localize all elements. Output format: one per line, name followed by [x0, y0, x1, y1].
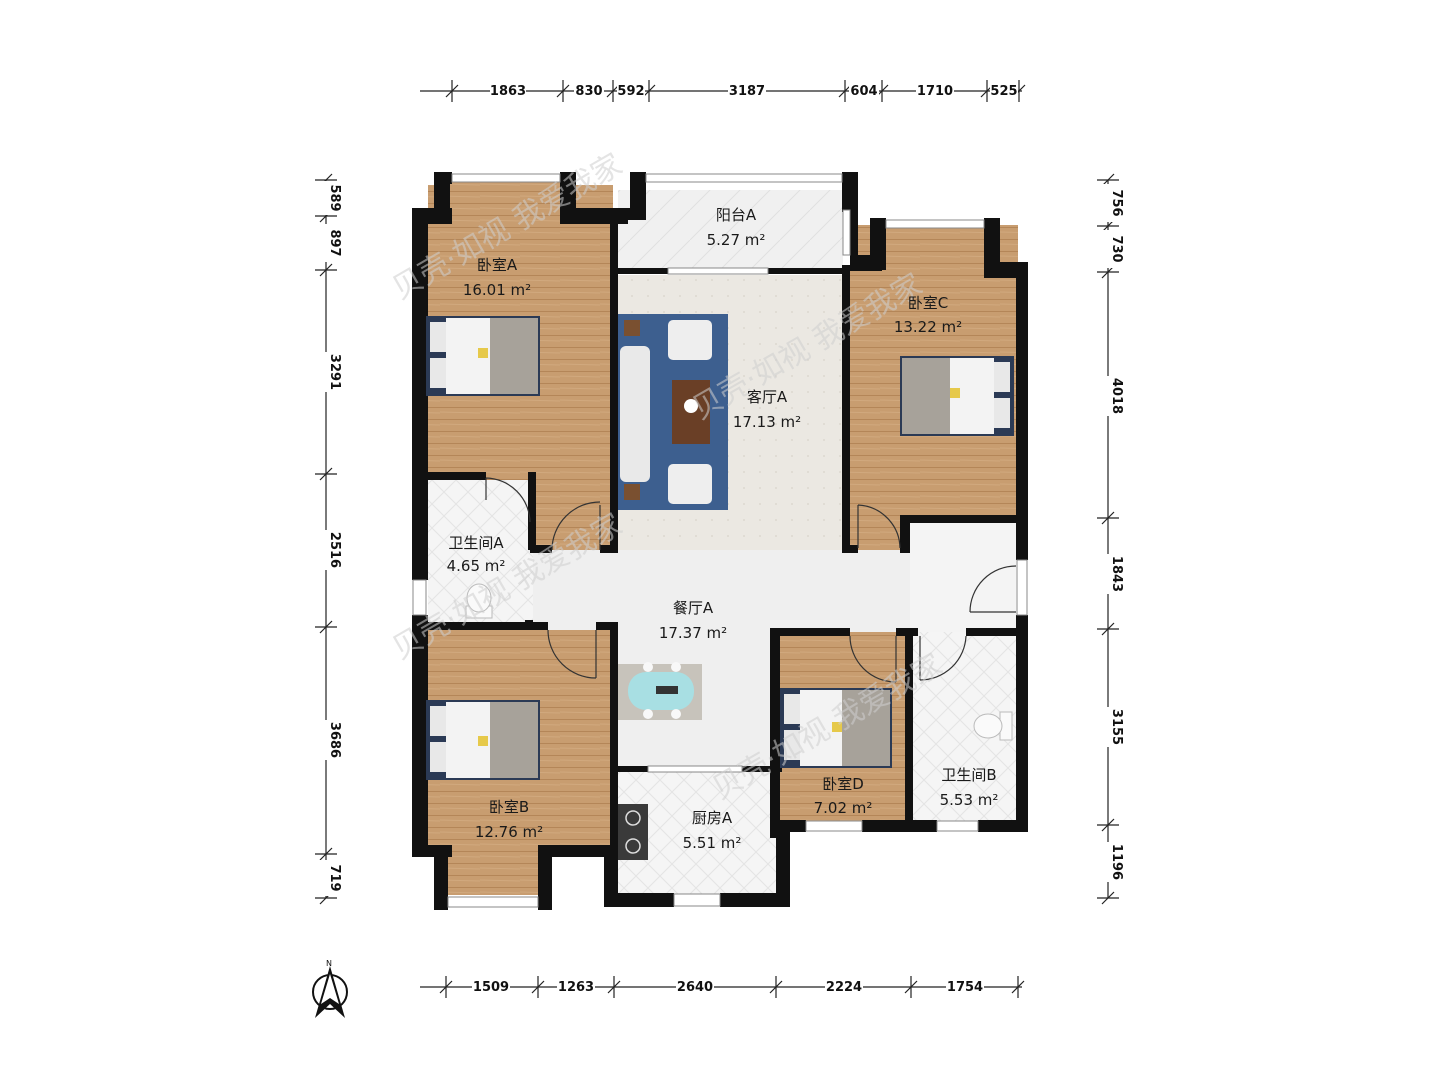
dim-right-4: 1843 [1109, 556, 1124, 592]
window-bath-a [412, 579, 427, 616]
dim-right-6: 1196 [1109, 844, 1124, 880]
compass-north-label: N [326, 959, 332, 968]
room-area-bedroom-c: 13.22 m² [894, 318, 962, 336]
room-area-bedroom-d: 7.02 m² [814, 799, 873, 817]
bed-bedroom-b [426, 700, 540, 780]
window-entry [1016, 559, 1028, 616]
dim-bottom-3: 2640 [677, 980, 713, 995]
dim-left-2: 897 [327, 229, 342, 256]
dim-top-4: 3187 [729, 84, 765, 99]
room-area-balcony-a: 5.27 m² [707, 231, 766, 249]
room-area-bath-b: 5.53 m² [940, 791, 999, 809]
floor-entry [910, 522, 1016, 632]
window-kitchen [673, 893, 721, 907]
window-bedroom-d [805, 820, 863, 832]
dim-right-3: 4018 [1109, 378, 1124, 414]
stove [618, 804, 648, 860]
room-name-kitchen-a: 厨房A [692, 809, 733, 827]
window-bedroom-c [885, 219, 985, 229]
dim-left-1: 589 [327, 184, 342, 211]
floor-bedroom-b-bottom [445, 850, 545, 895]
living-room-set [618, 314, 728, 510]
dim-bottom-2: 1263 [558, 980, 594, 995]
room-name-bedroom-c: 卧室C [908, 294, 948, 312]
dim-left-6: 719 [327, 864, 342, 891]
room-name-bath-b: 卫生间B [941, 766, 996, 784]
floor-bedroom-a-top [445, 182, 567, 222]
room-name-balcony-a: 阳台A [716, 206, 757, 224]
room-area-bedroom-b: 12.76 m² [475, 823, 543, 841]
room-area-bath-a: 4.65 m² [447, 557, 506, 575]
bed-bedroom-a [426, 316, 540, 396]
dim-right-1: 756 [1109, 189, 1124, 216]
dim-top-3: 592 [617, 84, 644, 99]
room-name-bedroom-b: 卧室B [489, 798, 529, 816]
door-bath-b [919, 635, 967, 681]
dim-bottom-5: 1754 [947, 980, 983, 995]
dim-left-5: 3686 [327, 722, 342, 758]
door-bath-a [485, 477, 531, 523]
dim-right-2: 730 [1109, 235, 1124, 262]
window-bath-b [936, 820, 979, 832]
room-name-dining-a: 餐厅A [673, 599, 714, 617]
dim-bottom-4: 2224 [826, 980, 862, 995]
door-entry [969, 565, 1017, 613]
room-name-bedroom-d: 卧室D [822, 775, 864, 793]
dim-right-5: 3155 [1109, 709, 1124, 745]
window-balcony [645, 173, 843, 183]
room-area-kitchen-a: 5.51 m² [683, 834, 742, 852]
sliding-door-kitchen [647, 765, 743, 773]
toilet-bath-a [465, 583, 493, 619]
dim-left-3: 3291 [327, 354, 342, 390]
room-area-dining-a: 17.37 m² [659, 624, 727, 642]
sliding-door-balcony [667, 267, 769, 275]
window-bedroom-a [451, 173, 561, 183]
walls [412, 172, 1028, 910]
door-bedroom-c [857, 504, 901, 549]
dim-bottom-1: 1509 [473, 980, 509, 995]
dim-left-4: 2516 [327, 532, 342, 568]
dim-top-7: 525 [990, 84, 1017, 99]
doors [485, 477, 1017, 683]
dining-table [618, 662, 702, 720]
room-labels: 阳台A 5.27 m² 卧室A 16.01 m² 客厅A 17.13 m² 卧室… [447, 206, 999, 852]
dim-top-1: 1863 [490, 84, 526, 99]
window-balcony-side [842, 209, 851, 256]
room-name-bedroom-a: 卧室A [477, 256, 518, 274]
window-bedroom-b [447, 896, 539, 908]
floor-balcony-a [618, 190, 843, 270]
dim-top-2: 830 [575, 84, 602, 99]
dim-top-6: 1710 [917, 84, 953, 99]
door-bedroom-d [849, 635, 897, 683]
room-name-living-a: 客厅A [747, 388, 788, 406]
room-name-bath-a: 卫生间A [448, 534, 504, 552]
dimension-bottom: 1509 1263 2640 2224 1754 [420, 976, 1025, 998]
door-bedroom-b [547, 629, 597, 679]
toilet-bath-b [973, 711, 1013, 741]
bed-bedroom-d [780, 688, 892, 768]
room-area-bedroom-a: 16.01 m² [463, 281, 531, 299]
dimension-right: 756 730 4018 1843 3155 1196 [1097, 173, 1124, 905]
dimension-top: 1863 830 592 3187 604 1710 525 [420, 80, 1026, 102]
compass-icon: N [312, 959, 348, 1018]
bed-bedroom-c [900, 356, 1014, 436]
furniture [426, 314, 1014, 860]
dimension-left: 589 897 3291 2516 3686 719 [315, 173, 342, 905]
dim-top-5: 604 [850, 84, 877, 99]
room-area-living-a: 17.13 m² [733, 413, 801, 431]
windows [412, 173, 1028, 908]
door-bedroom-a [551, 501, 601, 551]
